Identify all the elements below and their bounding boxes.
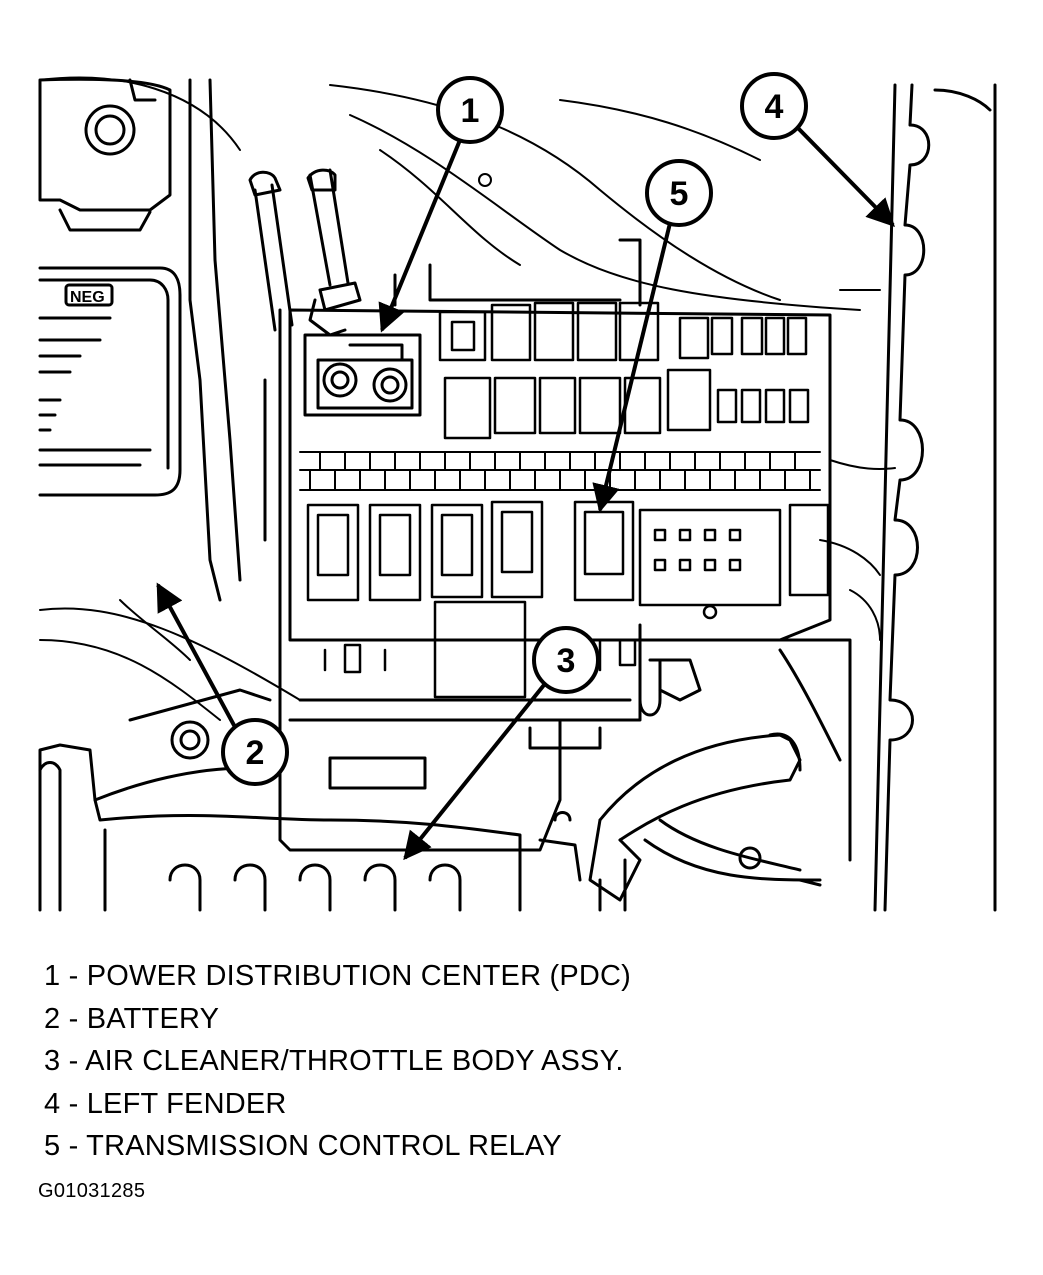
callout-4: 4 — [740, 72, 808, 140]
air-cleaner-throttle-body — [38, 688, 582, 912]
fuse-strip — [299, 451, 821, 491]
lower-hoses-wiring — [588, 638, 852, 912]
leader-arrow-1 — [378, 139, 462, 333]
leader-arrow-2 — [156, 582, 244, 741]
callout-2: 2 — [221, 718, 289, 786]
battery-cables — [248, 168, 362, 337]
pdc-location-diagram: NEG — [38, 72, 997, 912]
legend-item-5: 5 - TRANSMISSION CONTROL RELAY — [44, 1130, 562, 1162]
callout-number-4: 4 — [765, 88, 784, 126]
legend: 1 - POWER DISTRIBUTION CENTER (PDC) 2 - … — [44, 955, 631, 1168]
legend-item-3: 3 - AIR CLEANER/THROTTLE BODY ASSY. — [44, 1045, 624, 1077]
callout-number-1: 1 — [461, 92, 480, 130]
legend-item-1: 1 - POWER DISTRIBUTION CENTER (PDC) — [44, 960, 632, 992]
legend-item-4: 4 - LEFT FENDER — [44, 1087, 287, 1120]
relay-row-middle — [443, 368, 810, 440]
leader-arrow-4 — [793, 123, 895, 227]
callout-number-3: 3 — [557, 642, 576, 680]
callout-3: 3 — [532, 626, 600, 694]
leader-arrows — [156, 123, 895, 861]
relay-row-top — [438, 301, 808, 362]
left-fender — [873, 83, 997, 912]
callout-1: 1 — [436, 76, 504, 144]
battery: NEG — [38, 266, 182, 497]
battery-neg-label: NEG — [70, 289, 105, 306]
leader-arrow-5 — [592, 214, 674, 513]
leader-arrow-3 — [403, 678, 550, 861]
legend-item-2: 2 - BATTERY — [44, 1002, 220, 1035]
callout-5: 5 — [645, 159, 713, 227]
top-left-bracket — [38, 77, 242, 602]
callout-number-2: 2 — [246, 734, 265, 772]
figure-id: G01031285 — [38, 1180, 146, 1202]
callout-number-5: 5 — [670, 175, 689, 213]
power-distribution-center — [263, 238, 832, 852]
background-contours — [39, 76, 896, 721]
